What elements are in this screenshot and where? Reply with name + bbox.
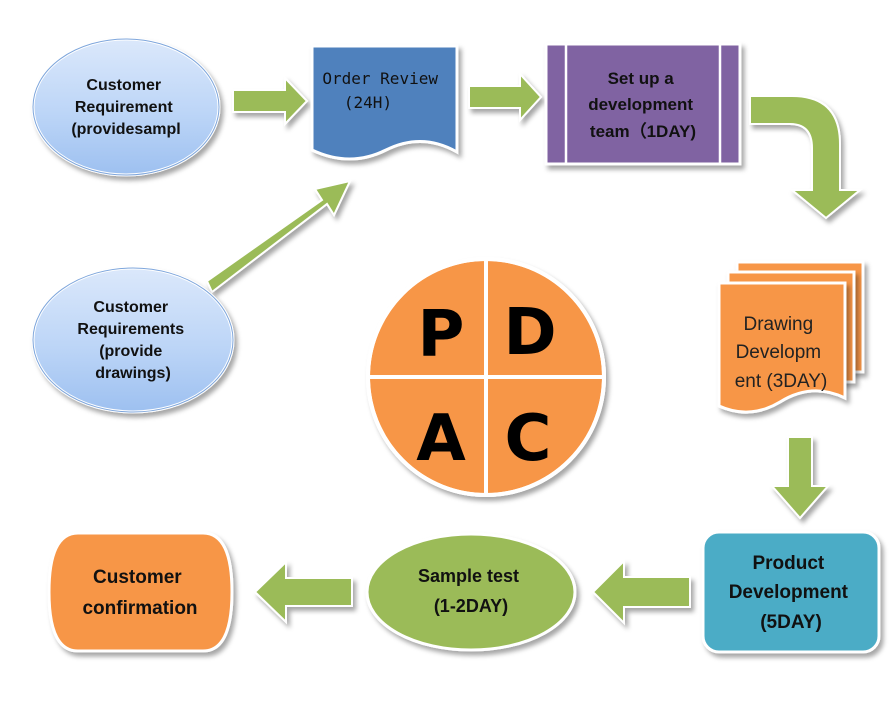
- pdca-letter-d: D: [503, 296, 556, 370]
- node-label-line: Development: [729, 582, 849, 603]
- node-label-line: team（1DAY): [590, 121, 696, 141]
- arrow-review-to-team: [468, 71, 543, 123]
- node-label-line: ent (3DAY): [735, 371, 828, 392]
- node-product-development: Product Development (5DAY): [701, 530, 881, 654]
- node-label-line: Drawing: [744, 314, 814, 335]
- arrow-requirement-to-review: [232, 75, 309, 127]
- node-label-line: Order Review: [322, 69, 438, 88]
- svg-text:D: D: [503, 296, 556, 370]
- node-customer-requirements-drawings: Customer Requirements (provide drawings): [31, 266, 235, 414]
- pdca-circle: P D A C: [366, 257, 606, 497]
- node-label-line: Requirements: [77, 321, 184, 338]
- node-label-line: (5DAY): [760, 612, 822, 633]
- svg-text:Drawing Developm e: Drawing Developm ent (3DAY): [735, 314, 828, 392]
- pdca-letter-p: P: [418, 298, 465, 372]
- node-label-line: Product: [752, 553, 824, 574]
- svg-text:Product Development: Product Development (5DAY): [729, 553, 854, 633]
- node-drawing-development: Drawing Developm ent (3DAY): [717, 260, 865, 414]
- node-setup-team: Set up a development team（1DAY): [544, 42, 742, 166]
- pdca-letter-c: C: [505, 402, 552, 476]
- svg-text:P: P: [418, 298, 465, 372]
- arrow-sample-to-confirmation: [253, 559, 353, 625]
- node-label-line: Developm: [736, 342, 822, 363]
- arrow-product-to-sample: [591, 558, 691, 626]
- svg-text:Customer Requirement: Customer Requirement (providesampl: [71, 77, 180, 138]
- node-label-line: Customer: [93, 567, 182, 588]
- svg-text:A: A: [416, 402, 466, 476]
- node-order-review: Order Review (24H): [310, 44, 459, 161]
- svg-text:Customer confirmation: Customer confirmation: [82, 567, 197, 619]
- svg-text:Customer Requirements: Customer Requirements (provide drawings): [77, 299, 188, 382]
- svg-text:Set up a development: Set up a development team（1DAY): [588, 69, 698, 141]
- svg-text:C: C: [505, 402, 552, 476]
- svg-text:Order Review (24H): Order Review (24H): [322, 69, 447, 112]
- node-customer-requirement-samples: Customer Requirement (providesampl: [31, 37, 221, 177]
- node-label-line: (providesampl: [71, 121, 180, 138]
- node-label-line: Set up a: [608, 69, 675, 88]
- svg-text:Sample test (1-2DAY): Sample test (1-2DAY): [418, 566, 524, 616]
- pdca-letter-a: A: [416, 402, 466, 476]
- node-label-line: confirmation: [82, 598, 197, 619]
- node-sample-test: Sample test (1-2DAY): [365, 532, 577, 652]
- node-label-line: Customer: [93, 299, 168, 316]
- node-label-line: (1-2DAY): [434, 596, 508, 616]
- node-label-line: Requirement: [75, 99, 173, 116]
- node-customer-confirmation: Customer confirmation: [47, 531, 234, 653]
- node-label-line: drawings): [95, 365, 171, 382]
- node-label-line: Sample test: [418, 566, 519, 586]
- node-label-line: Customer: [86, 77, 161, 94]
- node-label-line: (24H): [344, 93, 392, 112]
- node-label-line: development: [588, 95, 693, 114]
- node-label-line: (provide: [99, 343, 162, 360]
- arrow-drawing-to-product: [769, 436, 831, 520]
- arrow-team-to-drawing: [749, 95, 863, 220]
- arrow-drawings-to-review: [205, 179, 352, 294]
